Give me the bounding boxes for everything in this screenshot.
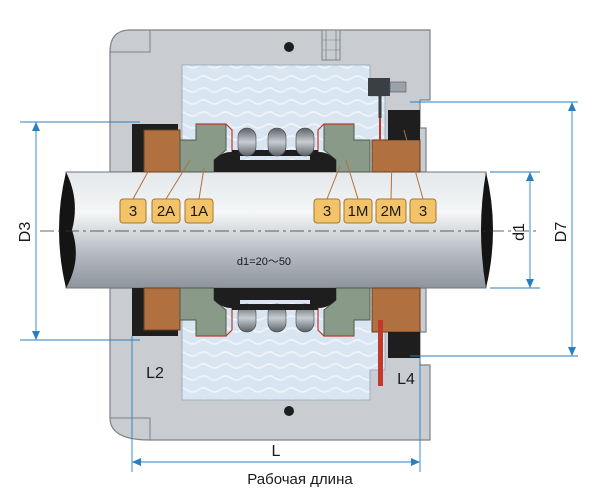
springs-bottom — [232, 288, 318, 333]
svg-text:3: 3 — [419, 203, 427, 220]
left-seat-bottom — [132, 287, 181, 336]
svg-text:3: 3 — [129, 203, 137, 220]
svg-text:1M: 1M — [348, 203, 369, 220]
badges-right: 3 1M 2M 3 — [313, 198, 437, 224]
dim-l-label: L — [272, 443, 281, 460]
leader-lines — [132, 129, 424, 200]
badge-left-2a: 2A — [151, 198, 181, 224]
left-seat-top — [132, 124, 181, 173]
right-seat-top — [371, 110, 421, 173]
dim-d7-label: D7 — [553, 222, 570, 243]
badges-left: 3 2A 1A — [119, 198, 214, 224]
working-length-caption: Рабочая длина — [247, 471, 353, 488]
dimension-lines — [20, 101, 578, 472]
springs-top — [232, 127, 318, 172]
housing-oring-top — [284, 42, 294, 52]
svg-text:2A: 2A — [157, 203, 175, 220]
badge-right-1m: 1M — [343, 198, 373, 224]
dim-l2-label: L2 — [146, 365, 164, 382]
badge-right-2m: 2M — [375, 198, 407, 224]
shaft-break-right — [481, 172, 493, 288]
dim-d3-label: D3 — [17, 222, 34, 243]
anti-rotation-pin — [368, 78, 407, 118]
svg-text:1A: 1A — [190, 203, 208, 220]
badge-right-3b: 3 — [409, 198, 437, 224]
dim-l4-label: L4 — [397, 371, 415, 388]
right-rotating-ring-bottom — [310, 287, 371, 337]
badge-left-1a: 1A — [184, 198, 214, 224]
svg-text:2M: 2M — [381, 203, 402, 220]
shaft-diameter-label: d1=20～50 — [237, 256, 291, 268]
badge-left-3: 3 — [119, 198, 147, 224]
dim-d1-label: d1 — [511, 223, 528, 241]
flush-port — [321, 29, 341, 61]
right-seat-bottom — [371, 287, 421, 386]
shaft-break-left — [59, 172, 76, 288]
dimension-arrows — [32, 102, 576, 466]
svg-text:3: 3 — [323, 203, 331, 220]
housing-oring-bottom — [284, 406, 294, 416]
badge-right-3a: 3 — [313, 198, 341, 224]
shaft — [40, 171, 540, 289]
